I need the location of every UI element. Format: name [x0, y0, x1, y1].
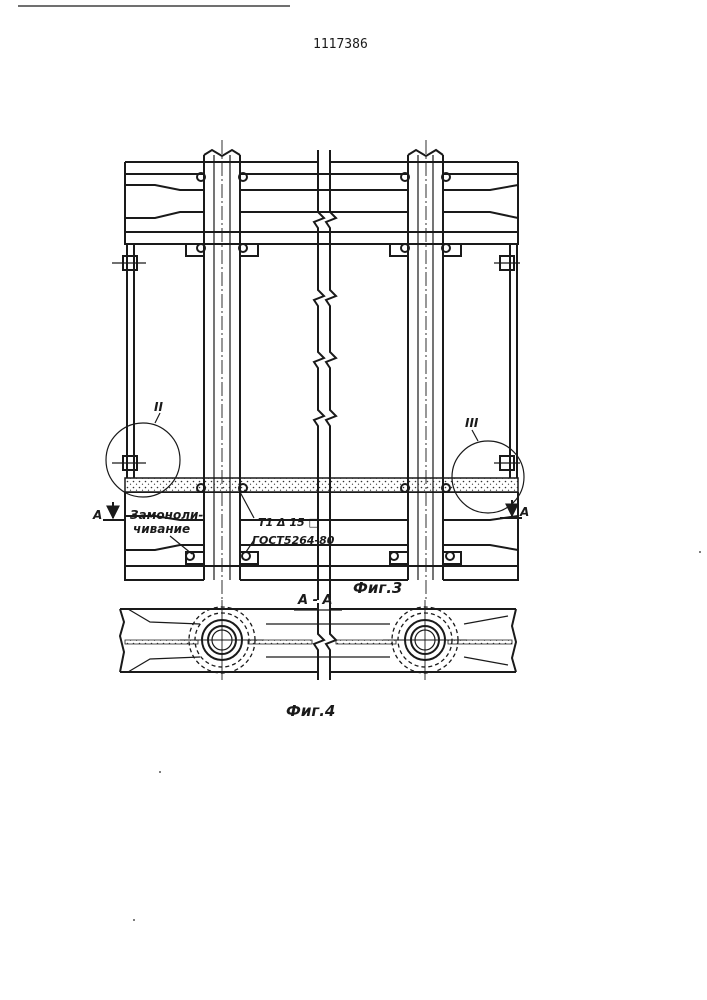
svg-text:A: A [519, 505, 529, 519]
figure-3: II III A A Замоноли- чивание T1 Δ 15 □ Г… [92, 140, 529, 600]
svg-text:A: A [92, 508, 102, 522]
left-column-section [180, 600, 264, 680]
right-column [390, 140, 461, 600]
section-break-left [314, 603, 324, 680]
patent-number: 1117386 [313, 37, 368, 52]
grout-label-line1: Замоноли- [130, 508, 203, 522]
upper-slab [125, 162, 518, 244]
section-cut-left: A [92, 502, 125, 522]
detail-circle-iii [452, 441, 524, 513]
detail-label-ii: II [154, 400, 163, 414]
figure-4-caption: Фиг.4 [286, 702, 335, 720]
grout-strip [125, 478, 518, 492]
section-break-right [326, 603, 336, 680]
detail-label-iii: III [465, 416, 479, 430]
weld-callout: T1 Δ 15 □ ГОСТ5264-80 [240, 492, 335, 552]
weld-label-line2: ГОСТ5264-80 [252, 534, 335, 547]
right-column-section [383, 600, 467, 680]
weld-label-line1: T1 Δ 15 □ [258, 516, 319, 529]
grout-label-line2: чивание [133, 522, 190, 536]
figure-3-caption: Фиг.3 [353, 579, 402, 597]
detail-leader-ii [155, 413, 160, 423]
section-title: А - А [297, 593, 333, 608]
detail-leader-iii [472, 430, 478, 441]
scan-specks [133, 551, 701, 921]
break-line [314, 150, 336, 600]
left-column [186, 140, 258, 600]
side-walls [127, 244, 517, 478]
figure-4: А - А [120, 593, 516, 720]
